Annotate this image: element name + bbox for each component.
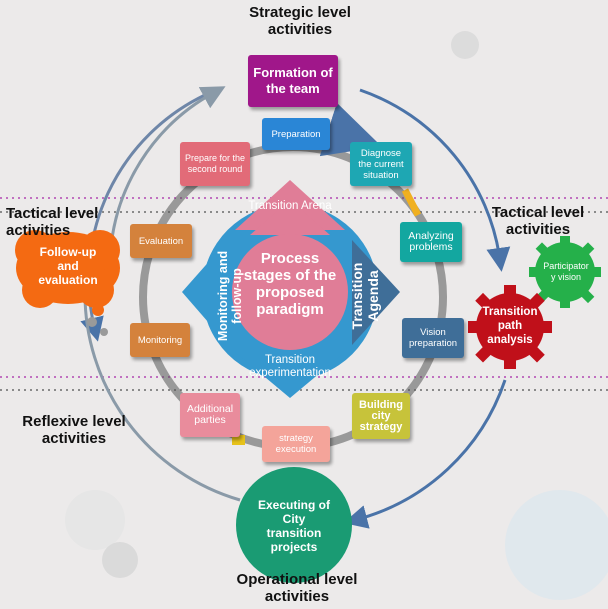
executing-projects-label: Executing of City transition projects [257, 498, 330, 554]
followup-cloud-shape [15, 230, 120, 308]
formation-of-team-box: Formation of the team [248, 55, 338, 107]
preparation-box: Preparation [262, 118, 330, 150]
transition-arena-label: Transition Arena [248, 200, 332, 212]
tactical-level-label-left: Tactical level activities [6, 205, 99, 239]
additional-parties-box: Additional parties [180, 393, 240, 437]
evaluation-box: Evaluation [130, 224, 192, 258]
center-title: Process stages of the proposed paradigm [243, 250, 337, 318]
transition-path-analysis-label: Transition path analysis [482, 306, 538, 346]
transition-agenda-label: Transition Agenda [349, 262, 381, 330]
diagnose-box: Diagnose the current situation [350, 142, 412, 186]
reflexive-level-label: Reflexive level activities [22, 413, 126, 447]
transition-experimentation-label: Transition experimentation [249, 354, 331, 379]
strategy-execution-box: strategy execution [262, 426, 330, 462]
operational-level-label: Operational level activities [236, 571, 358, 605]
tactical-level-label-right: Tactical level activities [491, 204, 585, 238]
participatory-gear-shape [529, 236, 601, 308]
vision-preparation-box: Vision preparation [402, 318, 464, 358]
monitoring-box: Monitoring [130, 323, 190, 357]
followup-evaluation-label: Follow-up and evaluation [38, 245, 98, 287]
prepare-second-round-box: Prepare for the second round [180, 142, 250, 186]
strategic-level-label: Strategic level activities [249, 4, 351, 38]
transition-path-gear-shape [468, 285, 552, 369]
building-city-strategy-box: Building city strategy [352, 393, 410, 439]
analyzing-problems-box: Analyzing problems [400, 222, 462, 262]
participatory-vision-label: Participator y vision [543, 261, 589, 282]
